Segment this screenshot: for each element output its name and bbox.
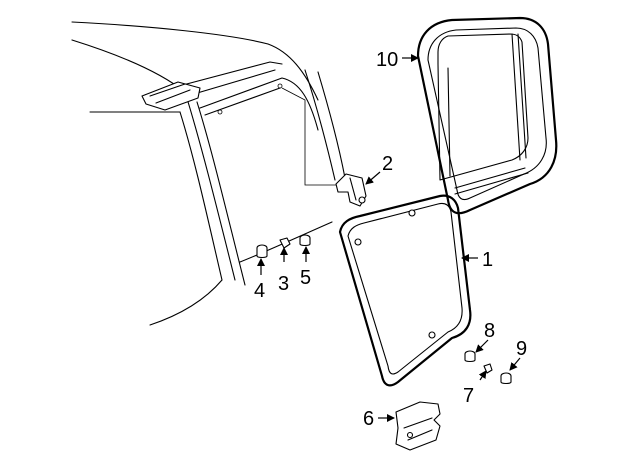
callout-6: 6 (363, 408, 374, 430)
part-4-spacer (256, 244, 268, 259)
callout-arrows (257, 54, 521, 422)
part-10-window-frame (416, 16, 558, 215)
part-6-latch (395, 401, 441, 451)
part-5-bushing (299, 234, 311, 247)
callout-7: 7 (463, 385, 474, 407)
callout-9: 9 (516, 338, 527, 360)
callout-2: 2 (382, 153, 393, 175)
vehicle-cab-outline (71, 21, 346, 326)
part-8-spacer (464, 350, 476, 363)
callout-1: 1 (482, 249, 493, 271)
part-3-nut (279, 237, 291, 249)
part-1-window-glass (338, 194, 472, 387)
callout-3: 3 (278, 273, 289, 295)
part-2-hinge (335, 173, 367, 207)
callout-5: 5 (300, 267, 311, 289)
callout-10: 10 (376, 49, 398, 71)
part-9-bushing (500, 372, 512, 385)
callout-4: 4 (254, 280, 265, 302)
callout-8: 8 (484, 320, 495, 342)
